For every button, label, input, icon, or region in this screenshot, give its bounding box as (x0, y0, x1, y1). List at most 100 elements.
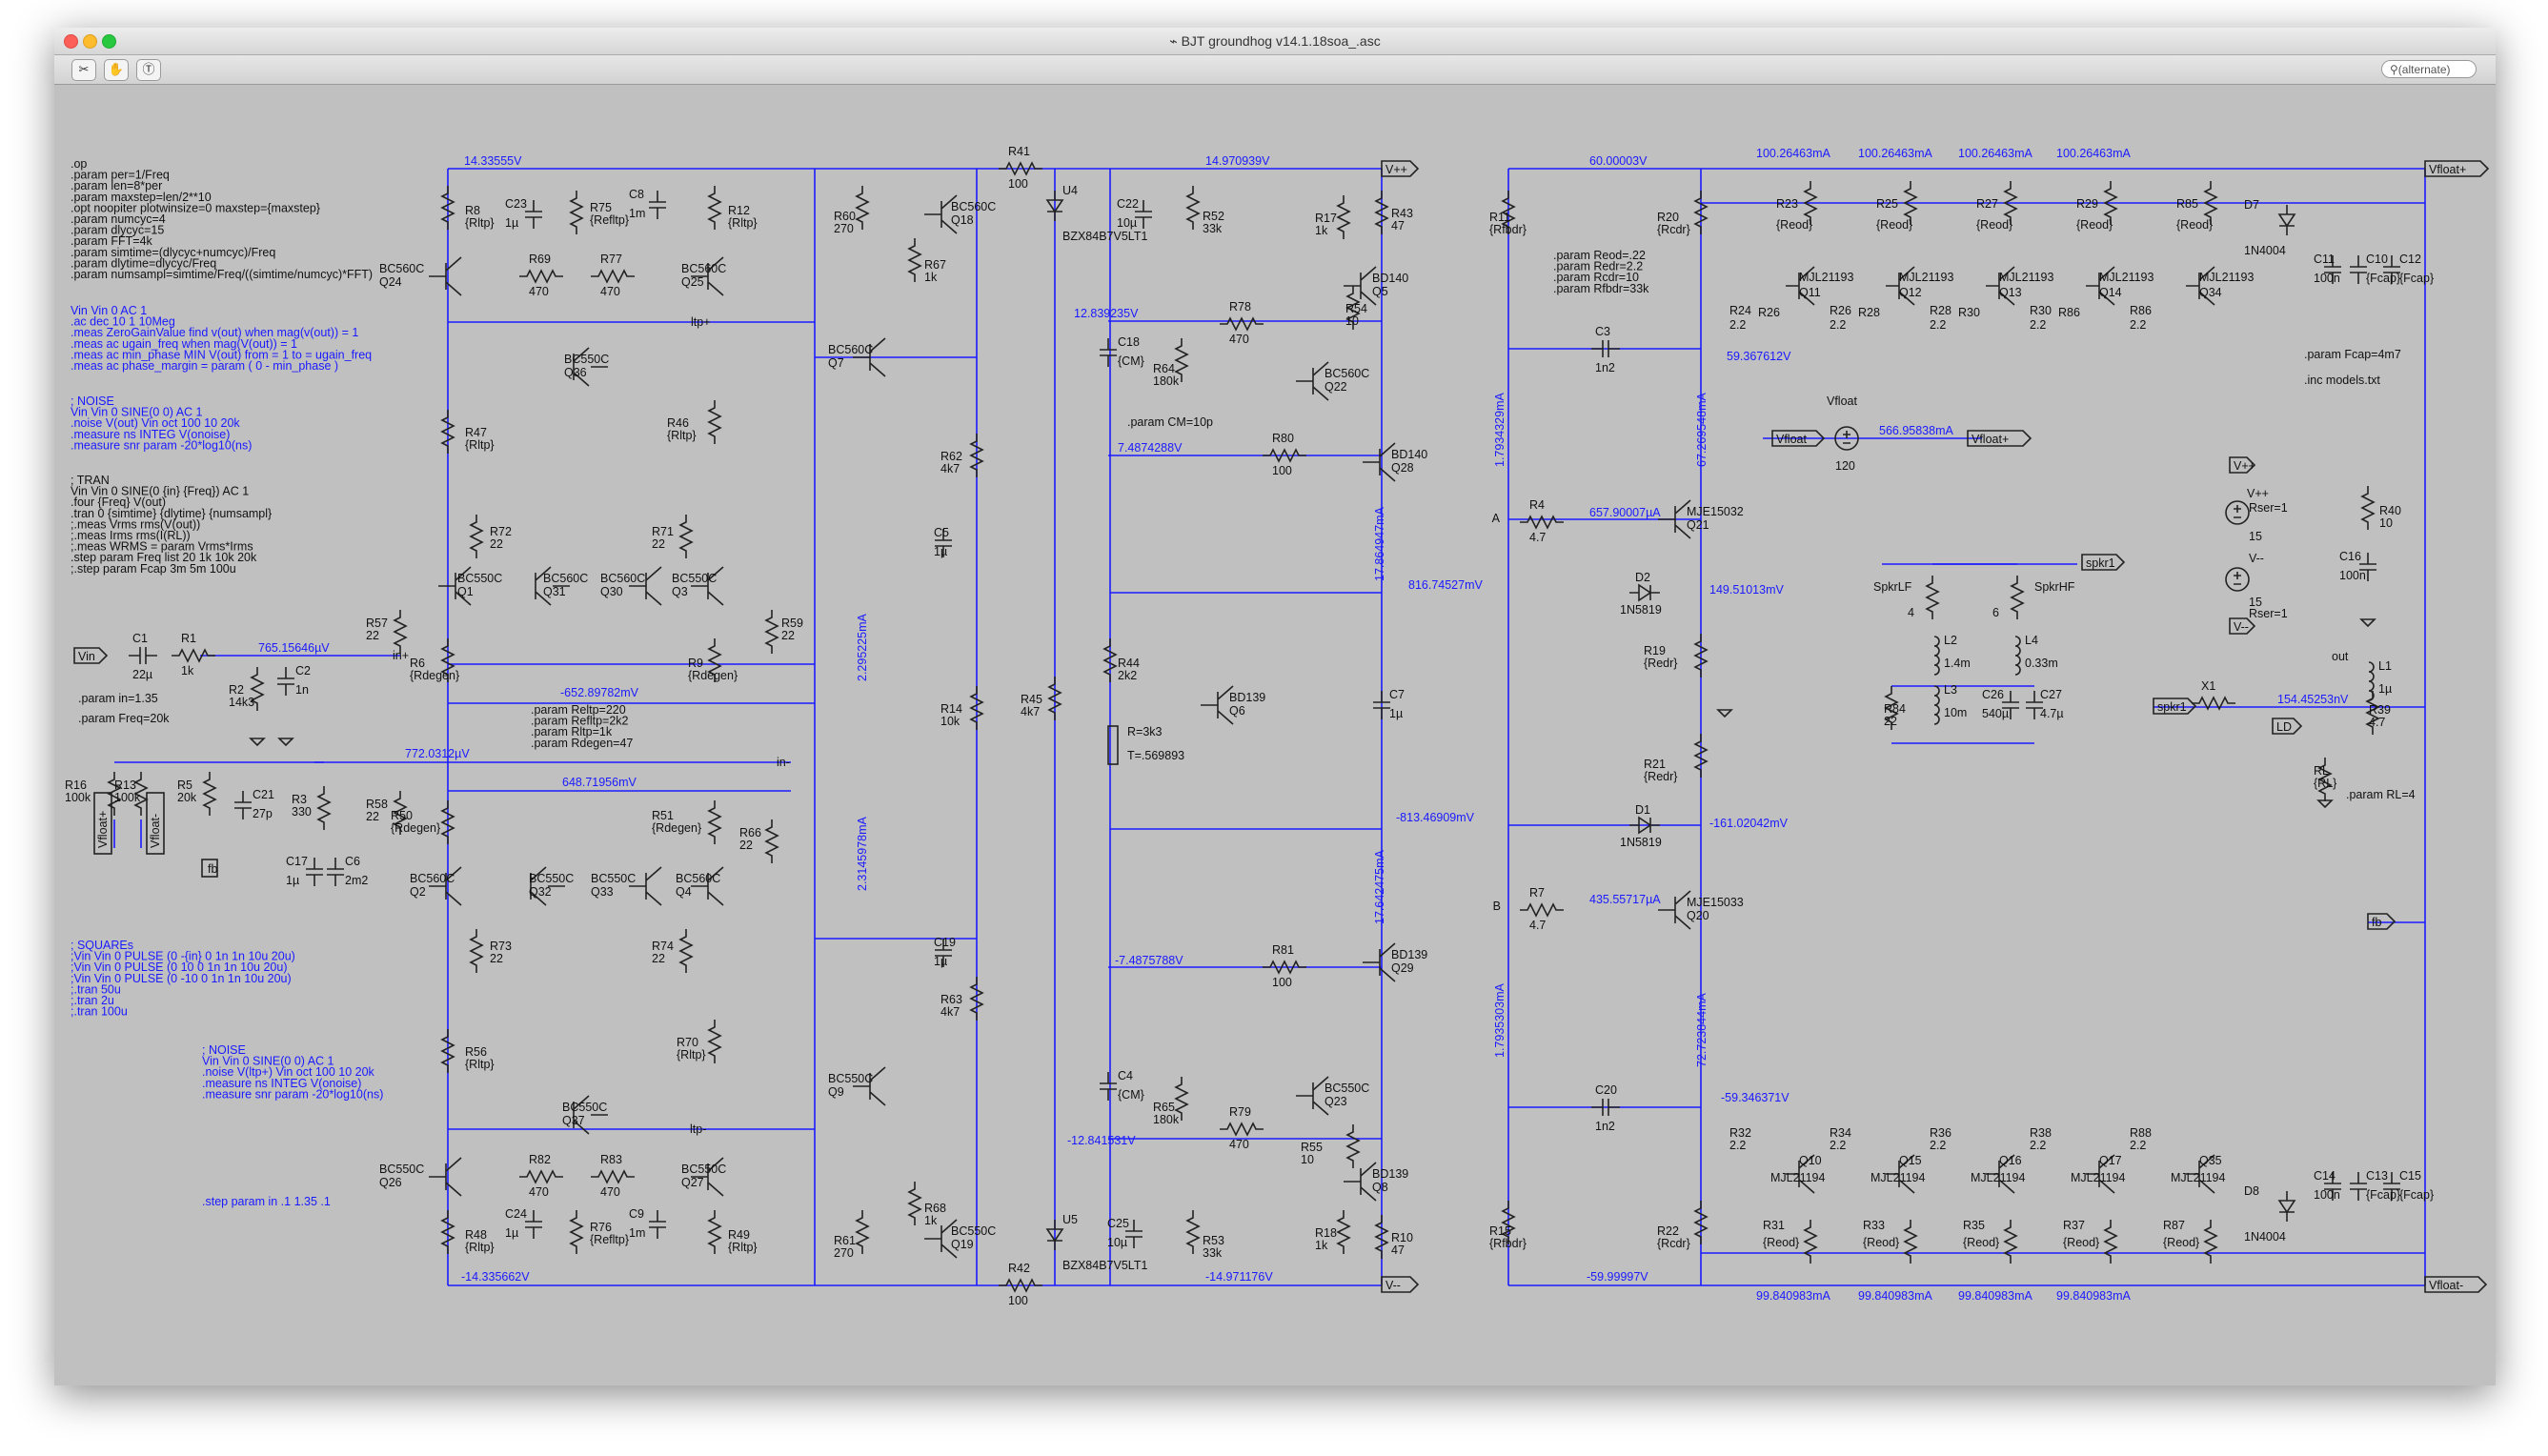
diode-symbol (1629, 816, 1660, 835)
component-ref: R57 (366, 617, 388, 630)
capacitor-symbol (277, 667, 294, 696)
component-ref: R36 (1930, 1126, 1951, 1140)
net-flag (1381, 160, 1420, 177)
stop-icon[interactable]: ✋ (104, 59, 129, 81)
transistor-model: BD140 (1391, 448, 1427, 461)
net-flag-label: V-- (1385, 1279, 1401, 1292)
node-voltage: 648.71956mV (562, 776, 637, 789)
spice-directive: .op (71, 157, 87, 171)
text-tool-icon[interactable]: Ⓣ (136, 59, 161, 81)
component-value: 22 (781, 629, 795, 642)
run-icon[interactable]: ✂ (71, 59, 96, 81)
transistor-ref: Q22 (1325, 380, 1347, 394)
resistor-symbol (2003, 181, 2018, 225)
zoom-window-button[interactable] (102, 34, 116, 49)
resistor-symbol (969, 434, 984, 477)
component-ref: R42 (1008, 1262, 1030, 1275)
transistor-symbol (429, 1157, 462, 1197)
component-ref: R66 (739, 826, 761, 839)
ground-symbol (2316, 799, 2334, 809)
transistor-model: MJL21194 (2071, 1171, 2125, 1184)
component-value: 180k (1153, 1113, 1180, 1126)
minimize-window-button[interactable] (83, 34, 97, 49)
schematic-drawing[interactable]: .op.param per=1/Freq.param len=8*per.par… (54, 85, 2496, 1385)
transistor-model: BC560C (828, 343, 873, 356)
component-value: 22 (490, 952, 503, 965)
component-value: 1k (924, 271, 938, 284)
net-flag-label: V++ (2234, 459, 2255, 473)
resistor-symbol (440, 1029, 455, 1073)
transistor-symbol (1658, 890, 1691, 930)
transistor-ref: Q27 (681, 1176, 704, 1189)
component-value: 22 (366, 629, 379, 642)
diode-symbol (2277, 1191, 2296, 1222)
net-flag-label: Vfloat+ (1972, 433, 2009, 446)
component-value: 2.2 (1930, 318, 1946, 332)
branch-current: 99.840983mA (1858, 1289, 1933, 1303)
component-ref: R16 (65, 779, 87, 792)
spice-directive: .param len=8*per (71, 179, 162, 192)
resistor-symbol (1501, 1201, 1516, 1244)
component-value: {Rdegen} (391, 821, 440, 835)
transistor-symbol (535, 566, 570, 606)
transistor-symbol (924, 194, 958, 234)
component-ref: R52 (1203, 210, 1224, 223)
component-value: {Reod} (2176, 218, 2213, 232)
component-value: {Reod} (2163, 1236, 2199, 1249)
diode-symbol (2277, 205, 2296, 235)
spice-directive: .param Refltp=2k2 (531, 715, 629, 728)
component-ref: R41 (1008, 145, 1030, 158)
transistor-ref: Q23 (1325, 1095, 1347, 1108)
capacitor-symbol (306, 858, 323, 886)
net-label: ltp- (690, 1122, 706, 1136)
spice-directive: .param simtime=(dlycyc+numcyc)/Freq (71, 246, 275, 259)
transistor-model: MJL21194 (2171, 1171, 2225, 1184)
net-flag (2367, 913, 2396, 930)
net-flag (2272, 718, 2303, 735)
component-value: 0.33m (2025, 657, 2058, 670)
schematic-canvas[interactable]: .op.param per=1/Freq.param len=8*per.par… (54, 85, 2496, 1385)
component-value: 33k (1203, 222, 1223, 235)
transistor-ref: Q15 (1899, 1154, 1922, 1167)
component-ref: R56 (465, 1045, 487, 1059)
capacitor-symbol (935, 939, 952, 967)
component-value: 1µ (1389, 707, 1403, 720)
resistor-symbol (855, 1210, 870, 1254)
component-ref: R7 (1529, 886, 1545, 900)
close-window-button[interactable] (64, 34, 78, 49)
spice-directive: .param dlycyc=15 (71, 224, 164, 237)
component-value: 1k (1315, 1239, 1328, 1252)
component-ref: R15 (1489, 1224, 1511, 1238)
component-ref: C7 (1389, 688, 1405, 701)
resistor-symbol (440, 638, 455, 682)
component-value: 33k (1203, 1246, 1223, 1260)
inductor-symbol (1933, 636, 1940, 676)
transistor-model: BC550C (672, 572, 717, 585)
spice-directive: ;Vin Vin 0 PULSE (0 -{in} 0 1n 1n 10u 20… (71, 950, 295, 963)
title-bar[interactable]: ⌁ BJT groundhog v14.1.18soa_.asc (54, 28, 2496, 55)
component-value: 2.2 (1729, 1139, 1746, 1152)
component-ref: C26 (1982, 688, 2004, 701)
transistor-model: BC550C (562, 1101, 607, 1114)
component-value: 1µ (934, 955, 947, 968)
net-flag (73, 647, 109, 664)
resistor-symbol (1903, 1220, 1918, 1264)
component-value: 470 (529, 285, 549, 298)
component-value: {RL} (2314, 777, 2336, 790)
transistor-ref: Q33 (591, 885, 614, 899)
component-value: 540µ (1982, 707, 2009, 720)
search-field[interactable]: ⚲(alternate) (2381, 60, 2477, 78)
transistor-model: BC560C (410, 872, 455, 885)
resistor-symbol (999, 1278, 1042, 1293)
component-value: 10 (1301, 1153, 1314, 1166)
component-value: {CM} (1118, 354, 1144, 368)
transistor-symbol (1786, 266, 1815, 306)
transistor-model: BD139 (1391, 948, 1427, 961)
transistor-symbol (691, 566, 724, 606)
transistor-symbol (1986, 266, 2015, 306)
capacitor-symbol (935, 529, 952, 557)
branch-current: 99.840983mA (1958, 1289, 2033, 1303)
resistor-symbol (1803, 181, 1818, 225)
component-value: {Rfbdr} (1489, 1237, 1527, 1250)
transistor-model: BC560C (1325, 367, 1369, 380)
